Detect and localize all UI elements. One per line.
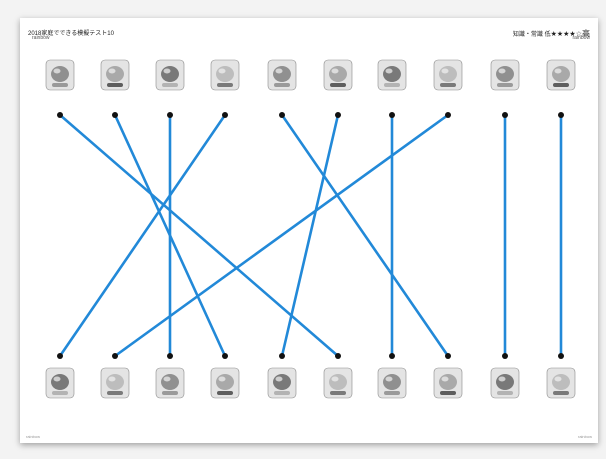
top-dot-4[interactable] (222, 112, 228, 118)
kintaro-figure-icon (434, 368, 462, 398)
chick-icon (46, 368, 74, 398)
bottom-dot-7[interactable] (389, 353, 395, 359)
bag-of-charcoal-icon (46, 60, 74, 90)
top-dot-2[interactable] (112, 112, 118, 118)
frog-icon (156, 60, 184, 90)
match-line-5 (282, 115, 448, 356)
bottom-dot-3[interactable] (167, 353, 173, 359)
lemon-slice-icon (434, 60, 462, 90)
bottom-dot-10[interactable] (558, 353, 564, 359)
bottom-dot-4[interactable] (222, 353, 228, 359)
match-line-8 (115, 115, 448, 356)
hand-drum-icon (268, 368, 296, 398)
top-dot-9[interactable] (502, 112, 508, 118)
tweezers-icon (211, 60, 239, 90)
match-line-6 (282, 115, 338, 356)
clock-icon (324, 368, 352, 398)
bottom-dot-1[interactable] (57, 353, 63, 359)
matching-board (20, 18, 598, 443)
bottom-dot-2[interactable] (112, 353, 118, 359)
loom-icon (211, 368, 239, 398)
bucket-icon (547, 368, 575, 398)
raccoon-dog-icon (491, 368, 519, 398)
footer-brand-right: rainbow (578, 434, 592, 439)
treasure-box-icon (156, 368, 184, 398)
tree-icon (547, 60, 575, 90)
top-dot-8[interactable] (445, 112, 451, 118)
top-dot-3[interactable] (167, 112, 173, 118)
bat-icon (268, 60, 296, 90)
top-dot-10[interactable] (558, 112, 564, 118)
grandmother-icon (101, 368, 129, 398)
top-dot-7[interactable] (389, 112, 395, 118)
potato-icon (491, 60, 519, 90)
bottom-dot-6[interactable] (335, 353, 341, 359)
top-dot-1[interactable] (57, 112, 63, 118)
bottom-dot-9[interactable] (502, 353, 508, 359)
bowl-icon (378, 60, 406, 90)
bottom-dot-5[interactable] (279, 353, 285, 359)
top-dot-6[interactable] (335, 112, 341, 118)
bottom-dot-8[interactable] (445, 353, 451, 359)
kappa-figure-icon (378, 368, 406, 398)
top-dot-5[interactable] (279, 112, 285, 118)
axe-icon (324, 60, 352, 90)
worksheet: 2018家庭でできる模擬テスト10 rainbow 知識・常識 低★★★★☆高 … (20, 18, 598, 443)
footer-brand-left: rainbow (26, 434, 40, 439)
crane-bird-icon (101, 60, 129, 90)
